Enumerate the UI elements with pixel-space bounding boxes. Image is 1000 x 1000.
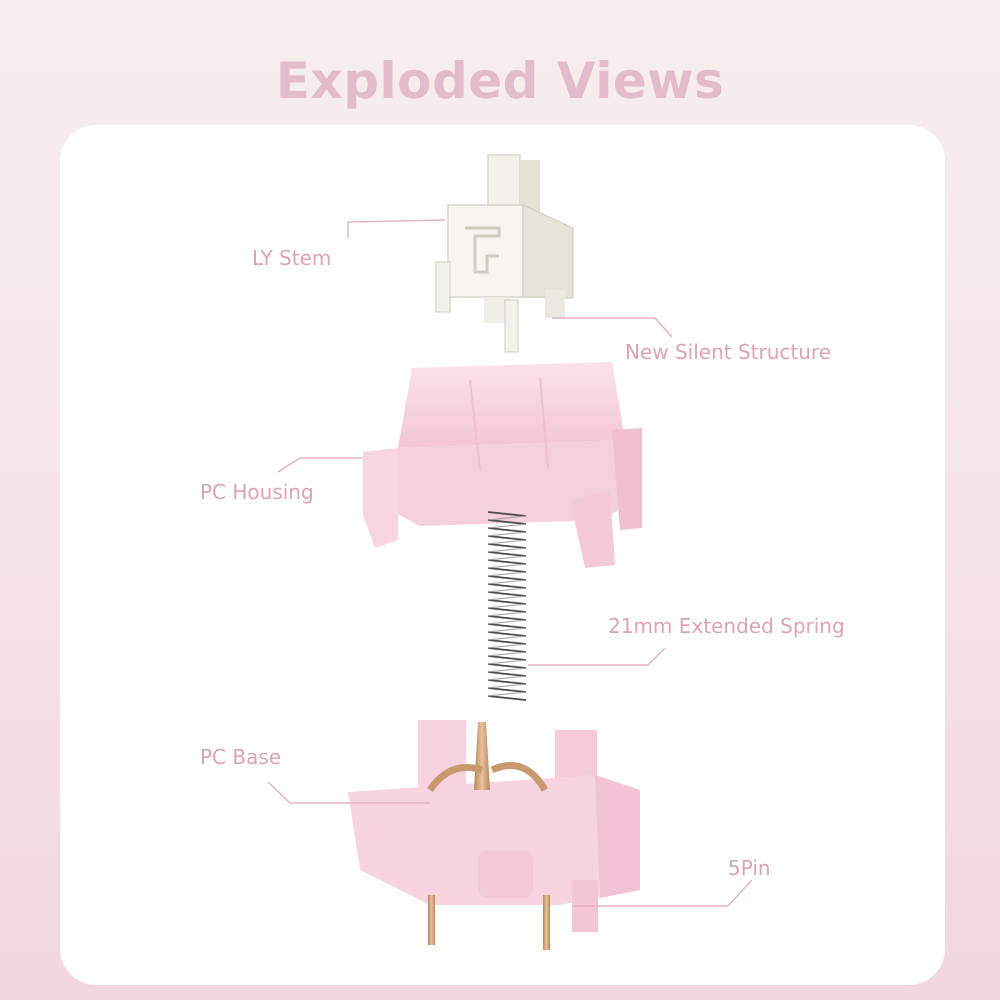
- silent-leader-line: [552, 317, 673, 338]
- label-ly-stem: LY Stem: [252, 246, 332, 270]
- base-part: [348, 720, 640, 950]
- spring-part: [487, 511, 527, 701]
- label-5pin: 5Pin: [728, 856, 771, 880]
- housing-leader-line: [277, 457, 362, 473]
- label-extended-spring: 21mm Extended Spring: [608, 614, 845, 638]
- spring-leader-line: [528, 647, 666, 666]
- page-title: Exploded Views: [275, 52, 725, 110]
- housing-part: [363, 362, 642, 568]
- pin-leader-line: [574, 879, 753, 907]
- stem-part: [435, 154, 574, 353]
- label-pc-housing: PC Housing: [200, 480, 314, 504]
- label-pc-base: PC Base: [200, 745, 282, 769]
- label-new-silent-structure: New Silent Structure: [625, 340, 832, 364]
- base-leader-line: [267, 781, 430, 804]
- stem-leader-line: [347, 219, 446, 238]
